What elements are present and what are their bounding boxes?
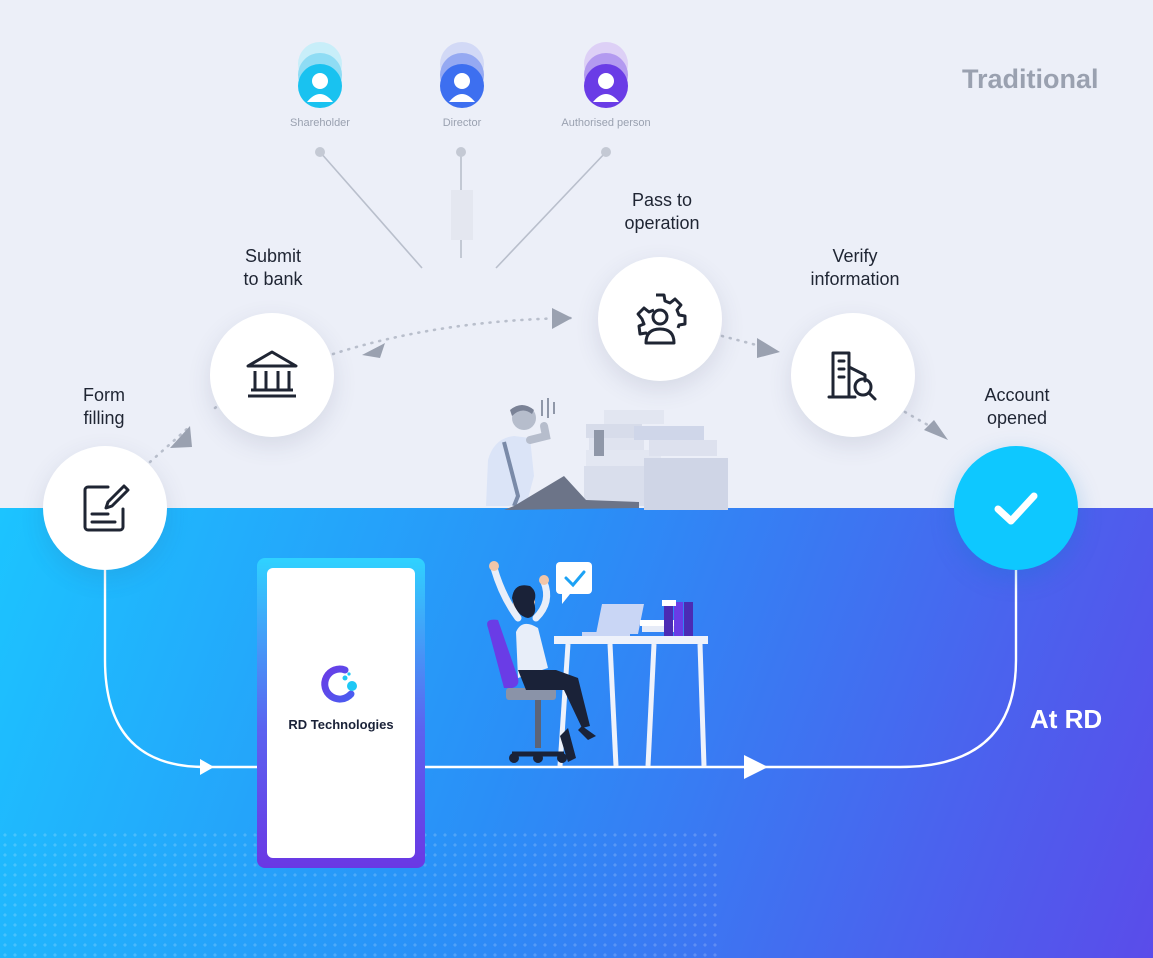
step-node-form-filling — [43, 446, 167, 570]
step-node-account-opened — [954, 446, 1078, 570]
traditional-title: Traditional — [962, 64, 1099, 94]
document-search-icon — [827, 351, 877, 401]
rd-title: At RD — [1030, 704, 1103, 734]
role-shareholder: Shareholder — [250, 42, 390, 129]
step-label-submit-to-bank: Submit to bank — [243, 246, 303, 289]
role-label: Shareholder — [290, 117, 350, 129]
gear-person-icon — [636, 293, 687, 345]
step-label-pass-to-operation: Pass to operation — [624, 190, 700, 233]
step-label-form-filling: Form filling — [83, 385, 125, 428]
phone-screen: RD Technologies — [267, 568, 415, 858]
role-director: Director — [392, 42, 532, 129]
role-label: Director — [442, 117, 482, 129]
role-label: Authorised person — [561, 117, 651, 129]
rd-technologies-logo-icon — [321, 665, 357, 703]
step-node-submit-to-bank — [210, 313, 334, 437]
phone-mockup: RD Technologies — [257, 558, 425, 868]
bank-icon — [246, 350, 298, 398]
checkmark-icon — [994, 492, 1038, 525]
stressed-man-illustration — [486, 398, 728, 510]
step-label-account-opened: Account opened — [984, 385, 1050, 428]
form-edit-icon — [83, 484, 130, 532]
traditional-panel — [0, 0, 1153, 508]
step-node-verify-information — [791, 313, 915, 437]
step-label-verify-information: Verify information — [810, 246, 900, 289]
brand-block: RD Technologies — [267, 664, 415, 732]
role-authorised-person: Authorised person — [536, 42, 676, 129]
relaxed-woman-illustration — [487, 561, 708, 767]
brand-name: RD Technologies — [288, 717, 394, 732]
person-icon — [584, 42, 628, 108]
person-icon — [298, 42, 342, 108]
person-icon — [440, 42, 484, 108]
step-node-pass-to-operation — [598, 257, 722, 381]
